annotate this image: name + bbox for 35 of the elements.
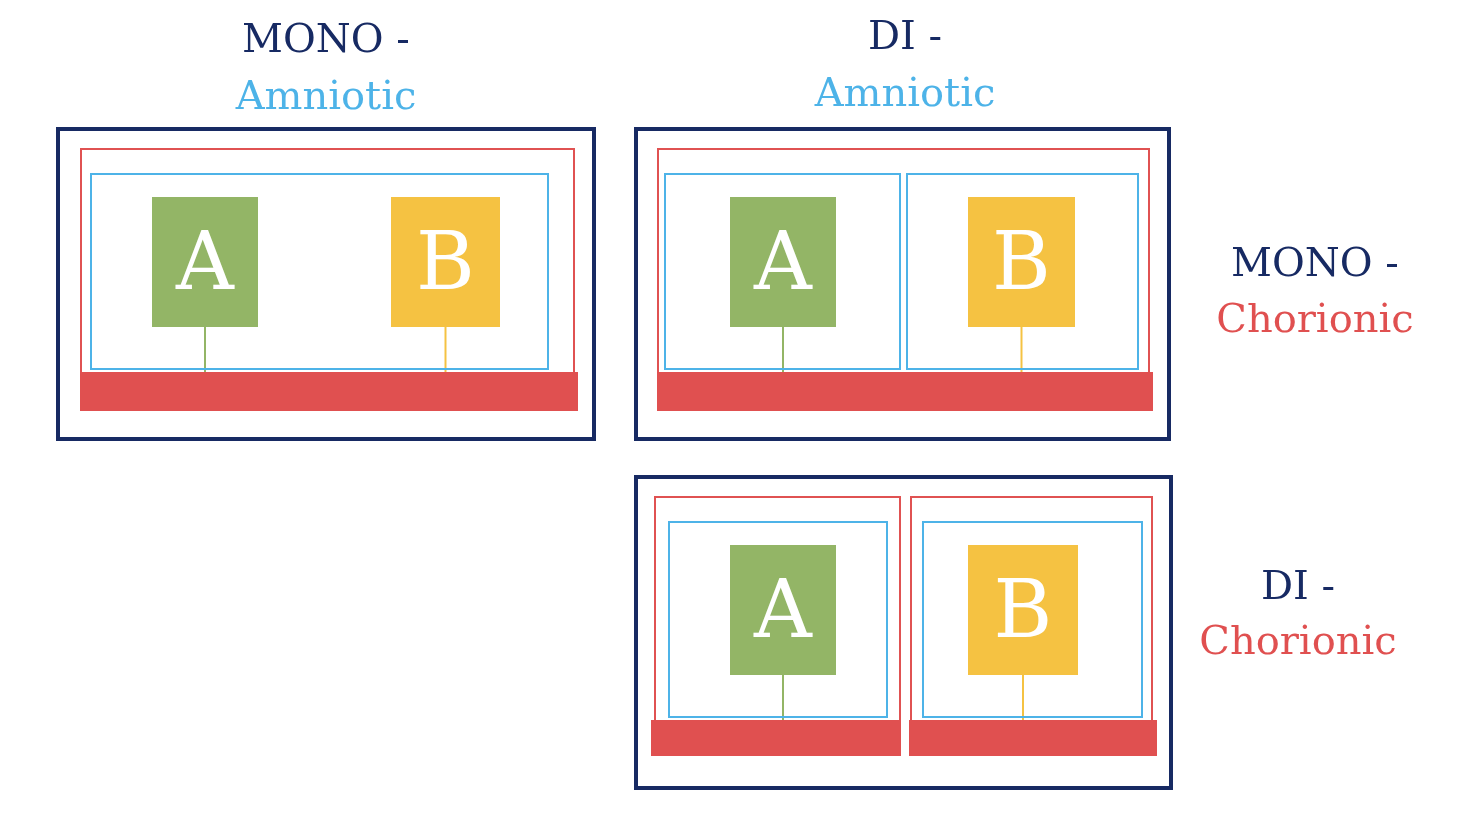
- frame: [56, 127, 596, 441]
- heading: DI -: [867, 15, 943, 55]
- amnion-outline: [664, 173, 901, 370]
- umbilical-cord: [782, 674, 784, 721]
- fetus-box: B: [968, 197, 1075, 327]
- heading: Amniotic: [235, 75, 417, 115]
- amnion-outline: [922, 521, 1143, 718]
- frame: [634, 127, 1171, 441]
- umbilical-cord: [1022, 674, 1024, 721]
- placenta-bar: [657, 372, 1153, 411]
- fetus-box: B: [968, 545, 1078, 675]
- amnion-outline: [668, 521, 888, 718]
- heading: Amniotic: [814, 72, 996, 112]
- heading: MONO -: [1231, 242, 1399, 282]
- frame: [634, 475, 1173, 790]
- placenta-bar: [80, 372, 578, 411]
- placenta-bar: [909, 720, 1157, 756]
- amnion-outline: [906, 173, 1139, 370]
- heading: Chorionic: [1199, 620, 1397, 660]
- heading: DI -: [1260, 565, 1336, 605]
- umbilical-cord: [782, 326, 784, 373]
- fetus-box: B: [391, 197, 500, 327]
- heading: MONO -: [242, 18, 410, 58]
- chorion-outline: [80, 148, 575, 410]
- chorion-outline: [654, 496, 901, 754]
- fetus-box: A: [152, 197, 258, 327]
- placenta-bar: [651, 720, 901, 756]
- fetus-box: A: [730, 545, 836, 675]
- umbilical-cord: [1020, 326, 1023, 373]
- heading: Chorionic: [1216, 298, 1414, 338]
- umbilical-cord: [444, 326, 447, 373]
- chorion-outline: [657, 148, 1150, 410]
- amnion-outline: [90, 173, 549, 370]
- fetus-box: A: [730, 197, 836, 327]
- umbilical-cord: [204, 326, 206, 373]
